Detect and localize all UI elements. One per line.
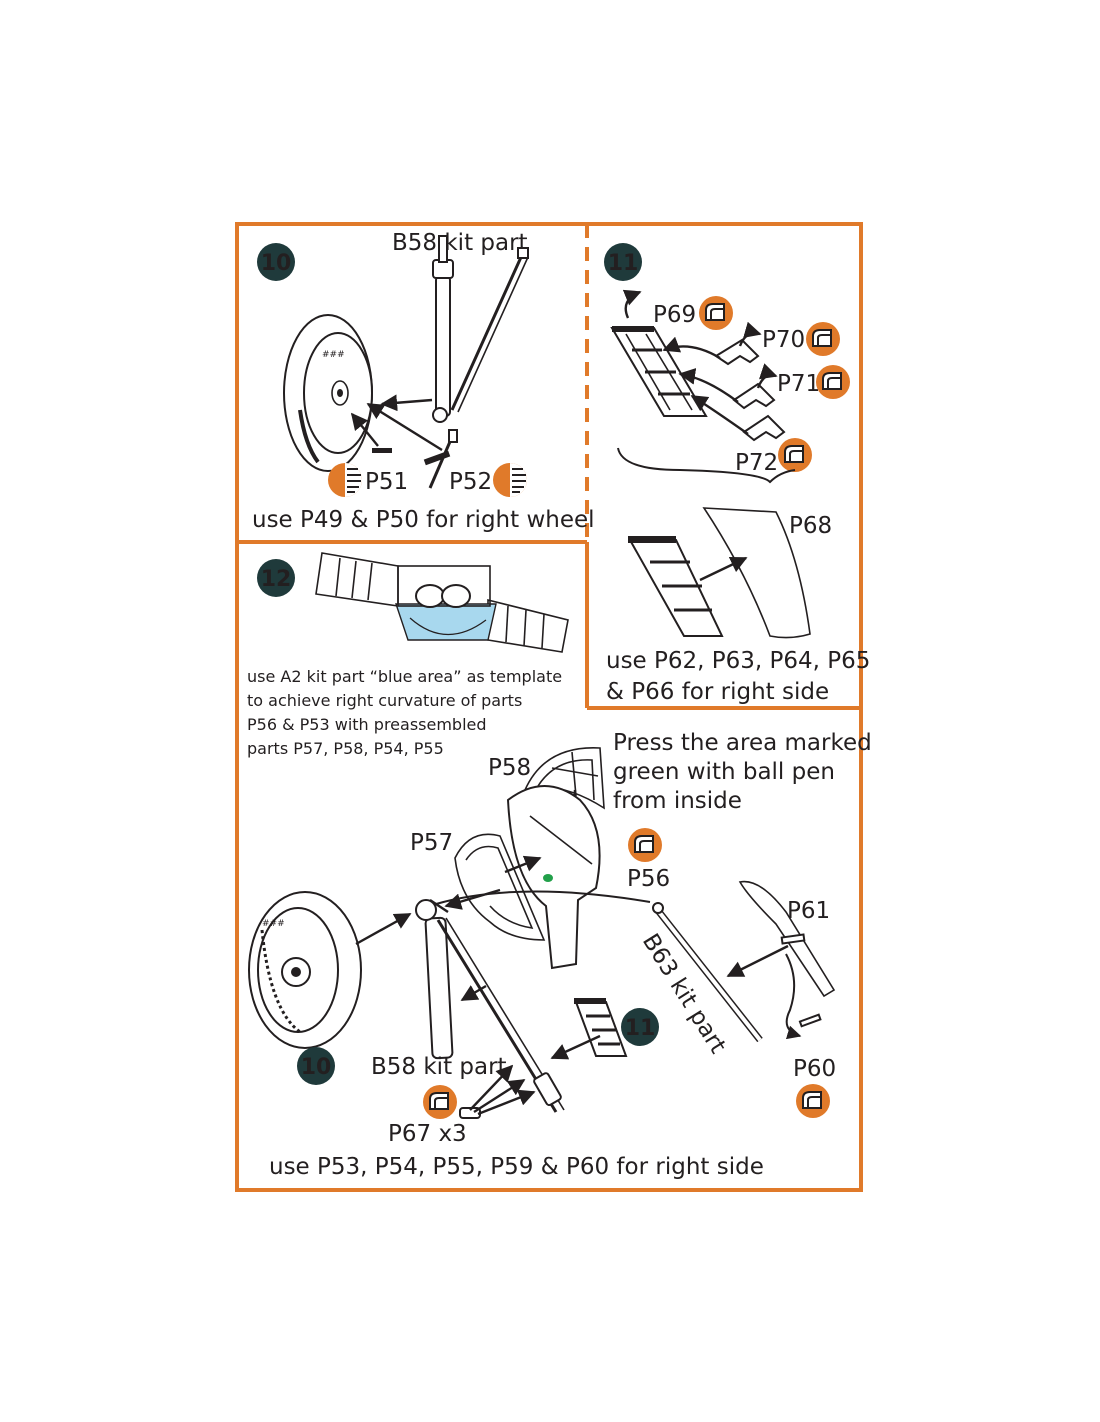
badge-11-lower: 11: [621, 1008, 659, 1046]
svg-text:12: 12: [261, 567, 292, 592]
part-p61-fin: [726, 880, 836, 1040]
step10-strut: [432, 235, 529, 423]
press-note-line3: from inside: [613, 788, 742, 814]
pe-part-icon: [698, 295, 734, 331]
panel-frames: [235, 222, 863, 1192]
step11-note-line2: & P66 for right side: [606, 679, 829, 705]
step11-part-p70: P70: [762, 327, 805, 353]
step12-note-line4: parts P57, P58, P54, P55: [247, 739, 444, 758]
step11-ladder: [610, 289, 708, 417]
step12-badge: 12: [257, 559, 295, 597]
step12-note-line1: use A2 kit part “blue area” as template: [247, 667, 562, 686]
svg-text:###: ###: [262, 919, 285, 929]
step11-badge: 11: [604, 243, 642, 281]
pe-part-icon: [815, 364, 851, 400]
step11-panel: 11 P69 P70 P71 P72: [604, 243, 870, 705]
pe-part-icon: [777, 437, 813, 473]
press-note-line1: Press the area marked: [613, 730, 872, 756]
part-p57-frame: [454, 833, 546, 941]
step12-wing-illustration: [315, 552, 569, 653]
part-p58-frame: [523, 747, 605, 832]
step12-note-line3: P56 & P53 with preassembled: [247, 715, 487, 734]
main-ladder-from-11: [550, 998, 628, 1060]
step11-part-p69: P69: [653, 302, 696, 328]
main-strut-b63: [652, 902, 763, 1043]
step10-wheel: ###: [283, 314, 373, 472]
press-note-line2: green with ball pen: [613, 759, 835, 785]
step11-assembled-ladder: [628, 536, 724, 637]
badge-10-lower: 10: [297, 1047, 335, 1085]
step11-part-p71: P71: [777, 371, 820, 397]
part-p58-label: P58: [488, 755, 531, 781]
step10-small-parts: [372, 429, 458, 489]
step10-note: use P49 & P50 for right wheel: [252, 507, 595, 533]
part-p60-label: P60: [793, 1056, 836, 1082]
step10-kit-part-label: B58 kit part: [392, 230, 528, 256]
part-p56-label: P56: [627, 866, 670, 892]
part-p67-label: P67 x3: [388, 1121, 467, 1147]
step10-panel: 10 B58 kit part ###: [252, 230, 595, 533]
main-strut-b58: [415, 888, 651, 1113]
step12-panel: 12 use A2 kit part “blue area” as templa…: [247, 552, 569, 758]
step12-note-line2: to achieve right curvature of parts: [247, 691, 522, 710]
step10-part-b: P52: [449, 469, 492, 495]
step11-part-p72: P72: [735, 450, 778, 476]
half-etch-icon: [327, 462, 363, 498]
svg-text:11: 11: [625, 1016, 656, 1041]
step10-arrows: [350, 394, 443, 452]
pe-part-icon: [795, 1083, 831, 1119]
part-p61-label: P61: [787, 898, 830, 924]
part-b58-label: B58 kit part: [371, 1054, 507, 1080]
step10-part-a: P51: [365, 469, 408, 495]
svg-text:10: 10: [261, 251, 292, 276]
step10-badge: 10: [257, 243, 295, 281]
step11-note-line1: use P62, P63, P64, P65: [606, 648, 870, 674]
part-p57-label: P57: [410, 830, 453, 856]
step11-part-p68: P68: [789, 513, 832, 539]
main-assembly-panel: Press the area marked green with ball pe…: [248, 730, 872, 1180]
main-wheel: ###: [248, 891, 362, 1049]
step11-brackets: [662, 321, 786, 442]
part-p56-fairing: [506, 785, 601, 970]
pe-part-icon: [805, 321, 841, 357]
svg-text:11: 11: [608, 251, 639, 276]
part-p67-set: [459, 1064, 536, 1119]
pe-part-icon: [627, 827, 663, 863]
pe-part-icon: [422, 1084, 458, 1120]
svg-text:###: ###: [322, 350, 345, 360]
svg-text:10: 10: [301, 1055, 332, 1080]
main-bottom-note: use P53, P54, P55, P59 & P60 for right s…: [269, 1154, 764, 1180]
half-etch-icon: [492, 462, 528, 498]
